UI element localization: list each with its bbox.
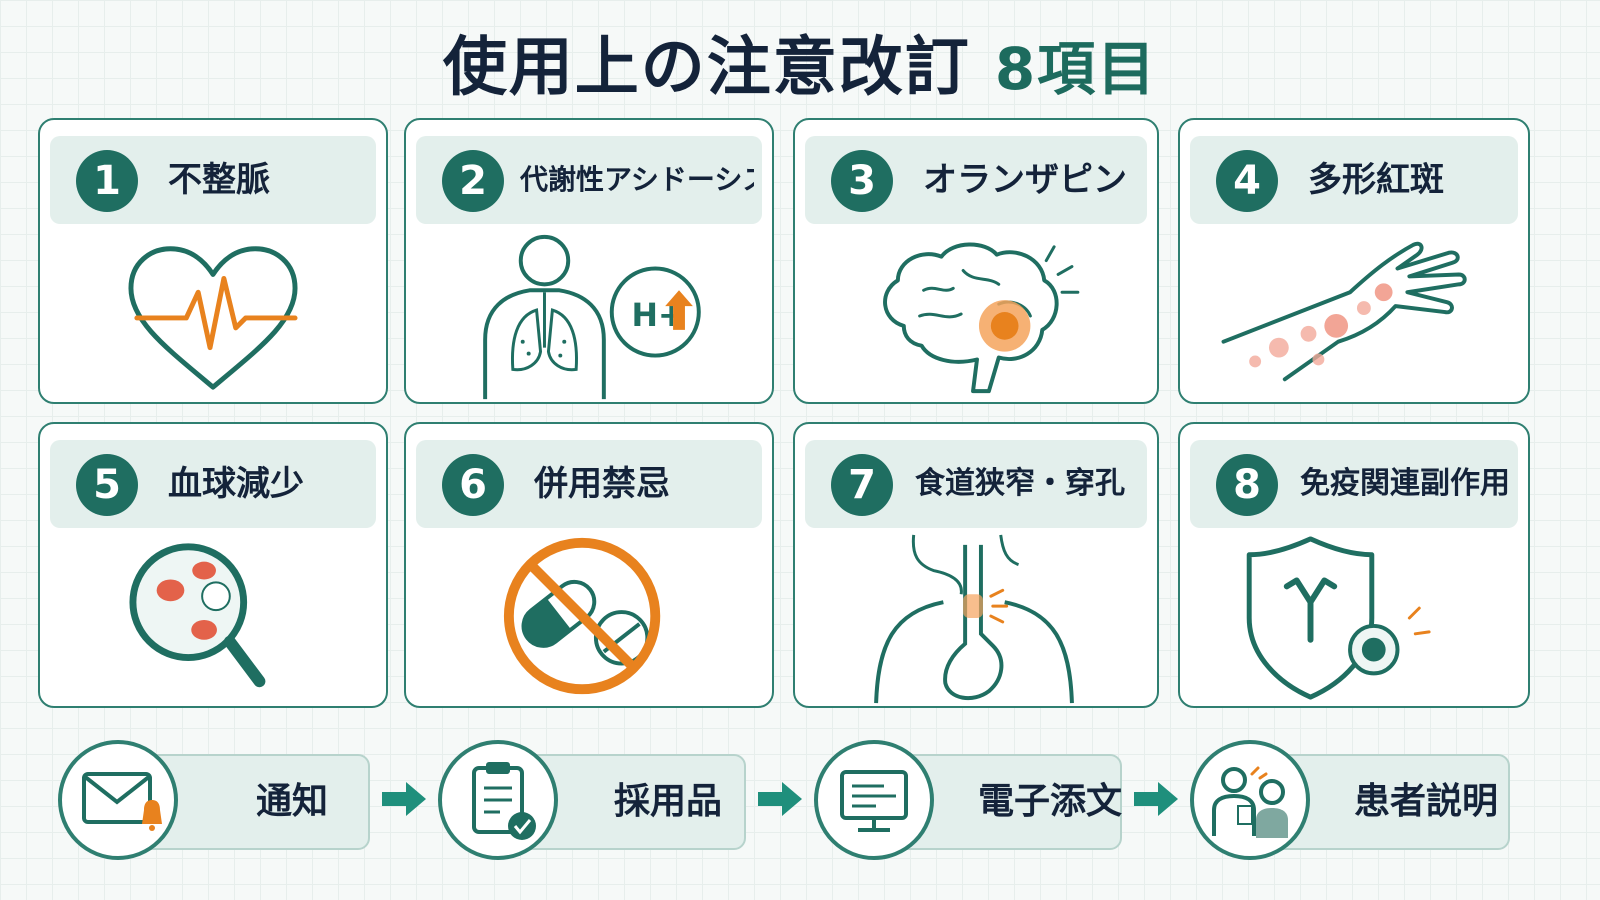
card-label: 血球減少	[168, 464, 304, 504]
card-label: 不整脈	[168, 160, 270, 200]
esophagus-icon	[874, 534, 1074, 704]
heart-ecg-icon	[128, 246, 298, 390]
card-6: 6 併用禁忌	[404, 422, 774, 708]
card-header: 1 不整脈	[50, 136, 376, 224]
card-8: 8 免疫関連副作用	[1178, 422, 1530, 708]
card-1: 1 不整脈	[38, 118, 388, 404]
card-header: 4 多形紅斑	[1190, 136, 1518, 224]
number-badge: 8	[1216, 454, 1278, 516]
flow-label: 患者説明	[1354, 781, 1499, 822]
card-label: 免疫関連副作用	[1300, 466, 1510, 501]
doctor-patient-icon	[1190, 740, 1310, 860]
flow-label: 電子添文	[978, 781, 1123, 822]
card-header: 3 オランザピン	[805, 136, 1147, 224]
number-badge: 3	[831, 150, 893, 212]
monitor-icon	[814, 740, 934, 860]
card-label: 多形紅斑	[1308, 160, 1444, 200]
card-header: 6 併用禁忌	[416, 440, 762, 528]
no-pills-icon	[503, 537, 661, 695]
clipboard-check-icon	[438, 740, 558, 860]
magnifier-blood-cells-icon	[129, 543, 266, 688]
lungs-acid-icon: H+	[483, 234, 701, 400]
arm-rash-icon	[1221, 241, 1467, 382]
number-badge: 2	[442, 150, 504, 212]
number-badge: 4	[1216, 150, 1278, 212]
card-header: 5 血球減少	[50, 440, 376, 528]
card-7: 7 食道狭窄・穿孔	[793, 422, 1159, 708]
number-badge: 7	[831, 454, 893, 516]
title-main: 使用上の注意改訂	[442, 31, 971, 105]
card-4: 4 多形紅斑	[1178, 118, 1530, 404]
card-header: 8 免疫関連副作用	[1190, 440, 1518, 528]
number-badge: 5	[76, 454, 138, 516]
card-5: 5 血球減少	[38, 422, 388, 708]
shield-antibody-icon	[1246, 536, 1431, 700]
envelope-bell-icon	[58, 740, 178, 860]
page-title: 使用上の注意改訂 8項目	[0, 22, 1600, 115]
card-label: 併用禁忌	[534, 464, 670, 504]
card-label: 食道狭窄・穿孔	[915, 466, 1125, 501]
arrow-right-icon	[382, 782, 426, 816]
card-header: 7 食道狭窄・穿孔	[805, 440, 1147, 528]
flow-label: 採用品	[613, 781, 722, 822]
card-label: 代謝性アシドーシス	[520, 163, 754, 196]
card-label: オランザピン	[923, 160, 1127, 200]
flow-label: 通知	[255, 781, 328, 822]
title-count: 8項目	[994, 35, 1158, 103]
card-header: 2 代謝性アシドーシス	[416, 136, 762, 224]
number-badge: 1	[76, 150, 138, 212]
card-3: 3 オランザピン	[793, 118, 1159, 404]
brain-icon	[883, 242, 1080, 394]
card-2: 2 代謝性アシドーシス H+	[404, 118, 774, 404]
arrow-right-icon	[1134, 782, 1178, 816]
number-badge: 6	[442, 454, 504, 516]
arrow-right-icon	[758, 782, 802, 816]
